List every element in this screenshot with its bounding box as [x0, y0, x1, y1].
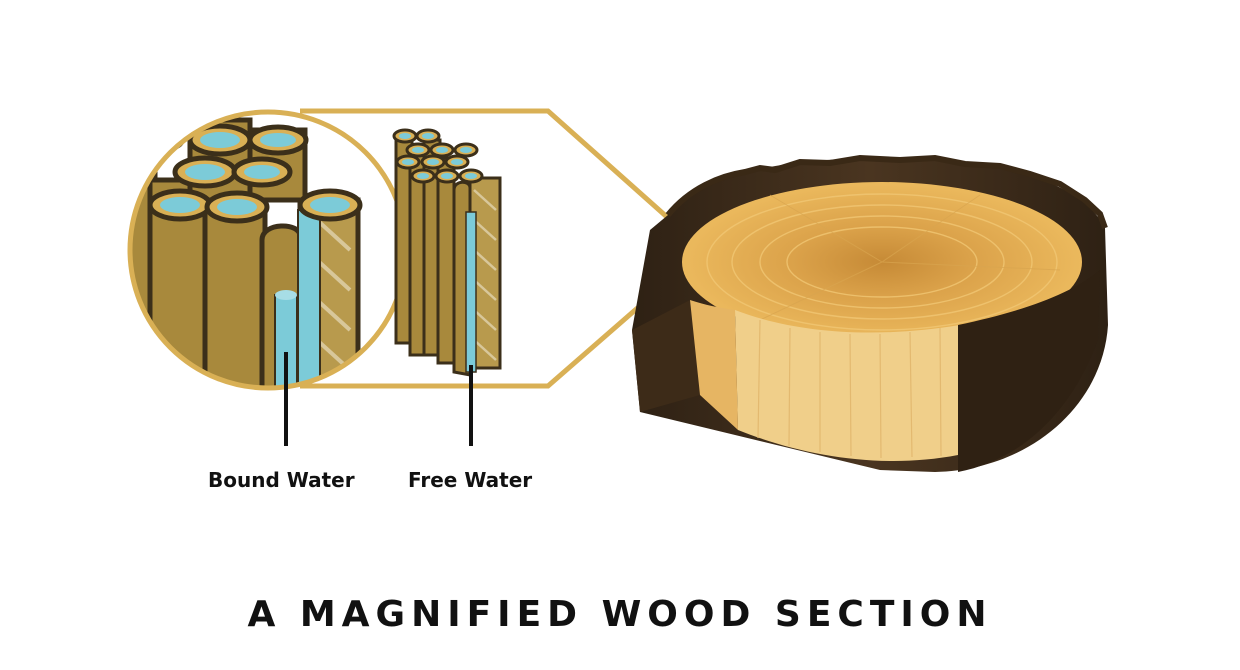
log-cut-face-grain	[757, 319, 942, 459]
fiber-bundle-magnified	[130, 117, 363, 388]
log-notch-sapwood	[690, 300, 738, 430]
fiber-bundle-free-water	[392, 128, 502, 377]
free-water-label: Free Water	[408, 468, 533, 492]
bound-water-label: Bound Water	[208, 468, 355, 492]
diagram-title: A MAGNIFIED WOOD SECTION	[247, 594, 993, 635]
wood-log-cross-section-icon	[632, 154, 1108, 472]
growth-rings	[706, 193, 1058, 331]
log-bark-edge	[665, 154, 1108, 230]
medullary-rays	[759, 194, 1061, 321]
magnifier-circle-icon	[127, 109, 409, 391]
log-bark-side-left	[632, 300, 700, 412]
log-cut-face	[735, 310, 960, 461]
log-bark-side-right	[958, 270, 1100, 472]
